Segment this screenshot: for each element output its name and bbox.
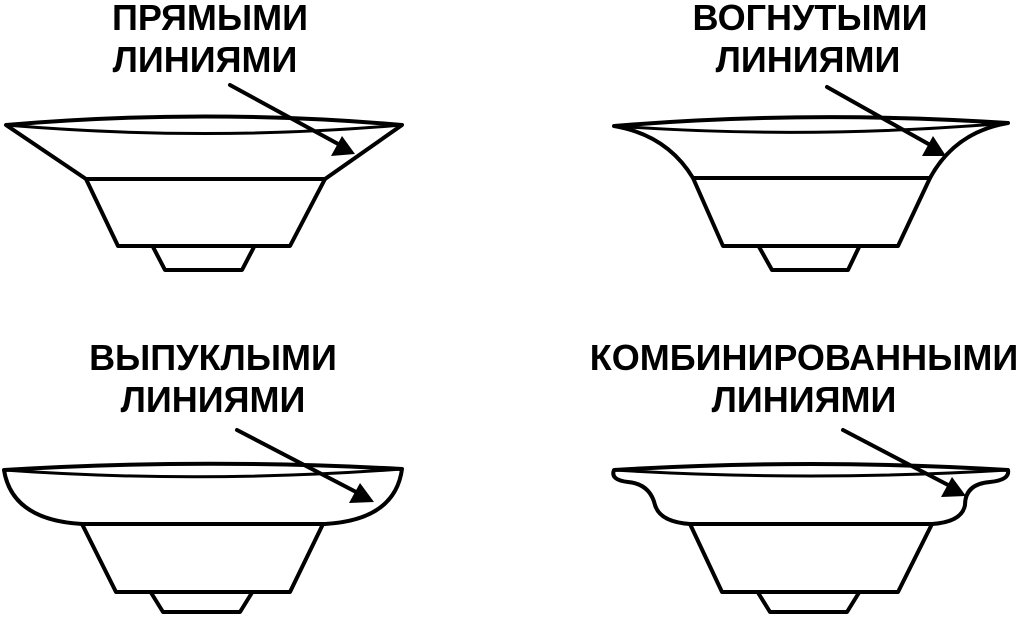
arrow-concave-head — [922, 136, 946, 156]
arrow-convex-shaft — [235, 428, 360, 495]
arrow-combined-head — [941, 477, 966, 497]
label-convex-line2: ЛИНИЯМИ — [121, 379, 306, 420]
panel-combined: КОМБИНИРОВАННЫМИ ЛИНИЯМИ — [590, 337, 1018, 614]
bowl-convex-body — [2, 461, 404, 526]
bowl-combined-rim — [613, 468, 1009, 478]
bowl-concave-base — [691, 176, 932, 248]
panel-concave: ВОГНУТЫМИ ЛИНИЯМИ — [612, 0, 1010, 272]
bowl-combined-body — [611, 462, 1011, 526]
arrow-straight-shaft — [228, 83, 342, 147]
label-combined-line2: ЛИНИЯМИ — [712, 379, 897, 420]
arrow-concave-shaft — [825, 85, 934, 148]
bowl-combined-base — [688, 522, 934, 594]
label-combined-line1: КОМБИНИРОВАННЫМИ — [590, 337, 1018, 378]
bowl-concave-rim — [613, 121, 1009, 134]
arrow-straight-head — [331, 136, 355, 156]
arrow-convex-head — [349, 483, 374, 503]
panel-straight: ПРЯМЫМИ ЛИНИЯМИ — [4, 0, 404, 272]
label-convex-line1: ВЫПУКЛЫМИ — [89, 337, 337, 378]
bowl-convex-rim — [3, 467, 403, 479]
label-straight-line1: ПРЯМЫМИ — [112, 0, 308, 38]
label-concave-line1: ВОГНУТЫМИ — [692, 0, 927, 38]
bowl-straight-rim — [5, 123, 403, 135]
bowl-concave-foot — [756, 243, 862, 272]
bowl-straight-foot — [150, 243, 257, 272]
bowl-combined-foot — [755, 589, 862, 614]
bowl-convex-foot — [148, 589, 255, 614]
bowl-straight-base — [84, 177, 327, 248]
arrow-combined-shaft — [841, 428, 952, 488]
label-straight-line2: ЛИНИЯМИ — [113, 39, 298, 80]
panel-convex: ВЫПУКЛЫМИ ЛИНИЯМИ — [2, 337, 404, 614]
label-concave-line2: ЛИНИЯМИ — [716, 39, 901, 80]
bowl-convex-base — [80, 522, 325, 594]
